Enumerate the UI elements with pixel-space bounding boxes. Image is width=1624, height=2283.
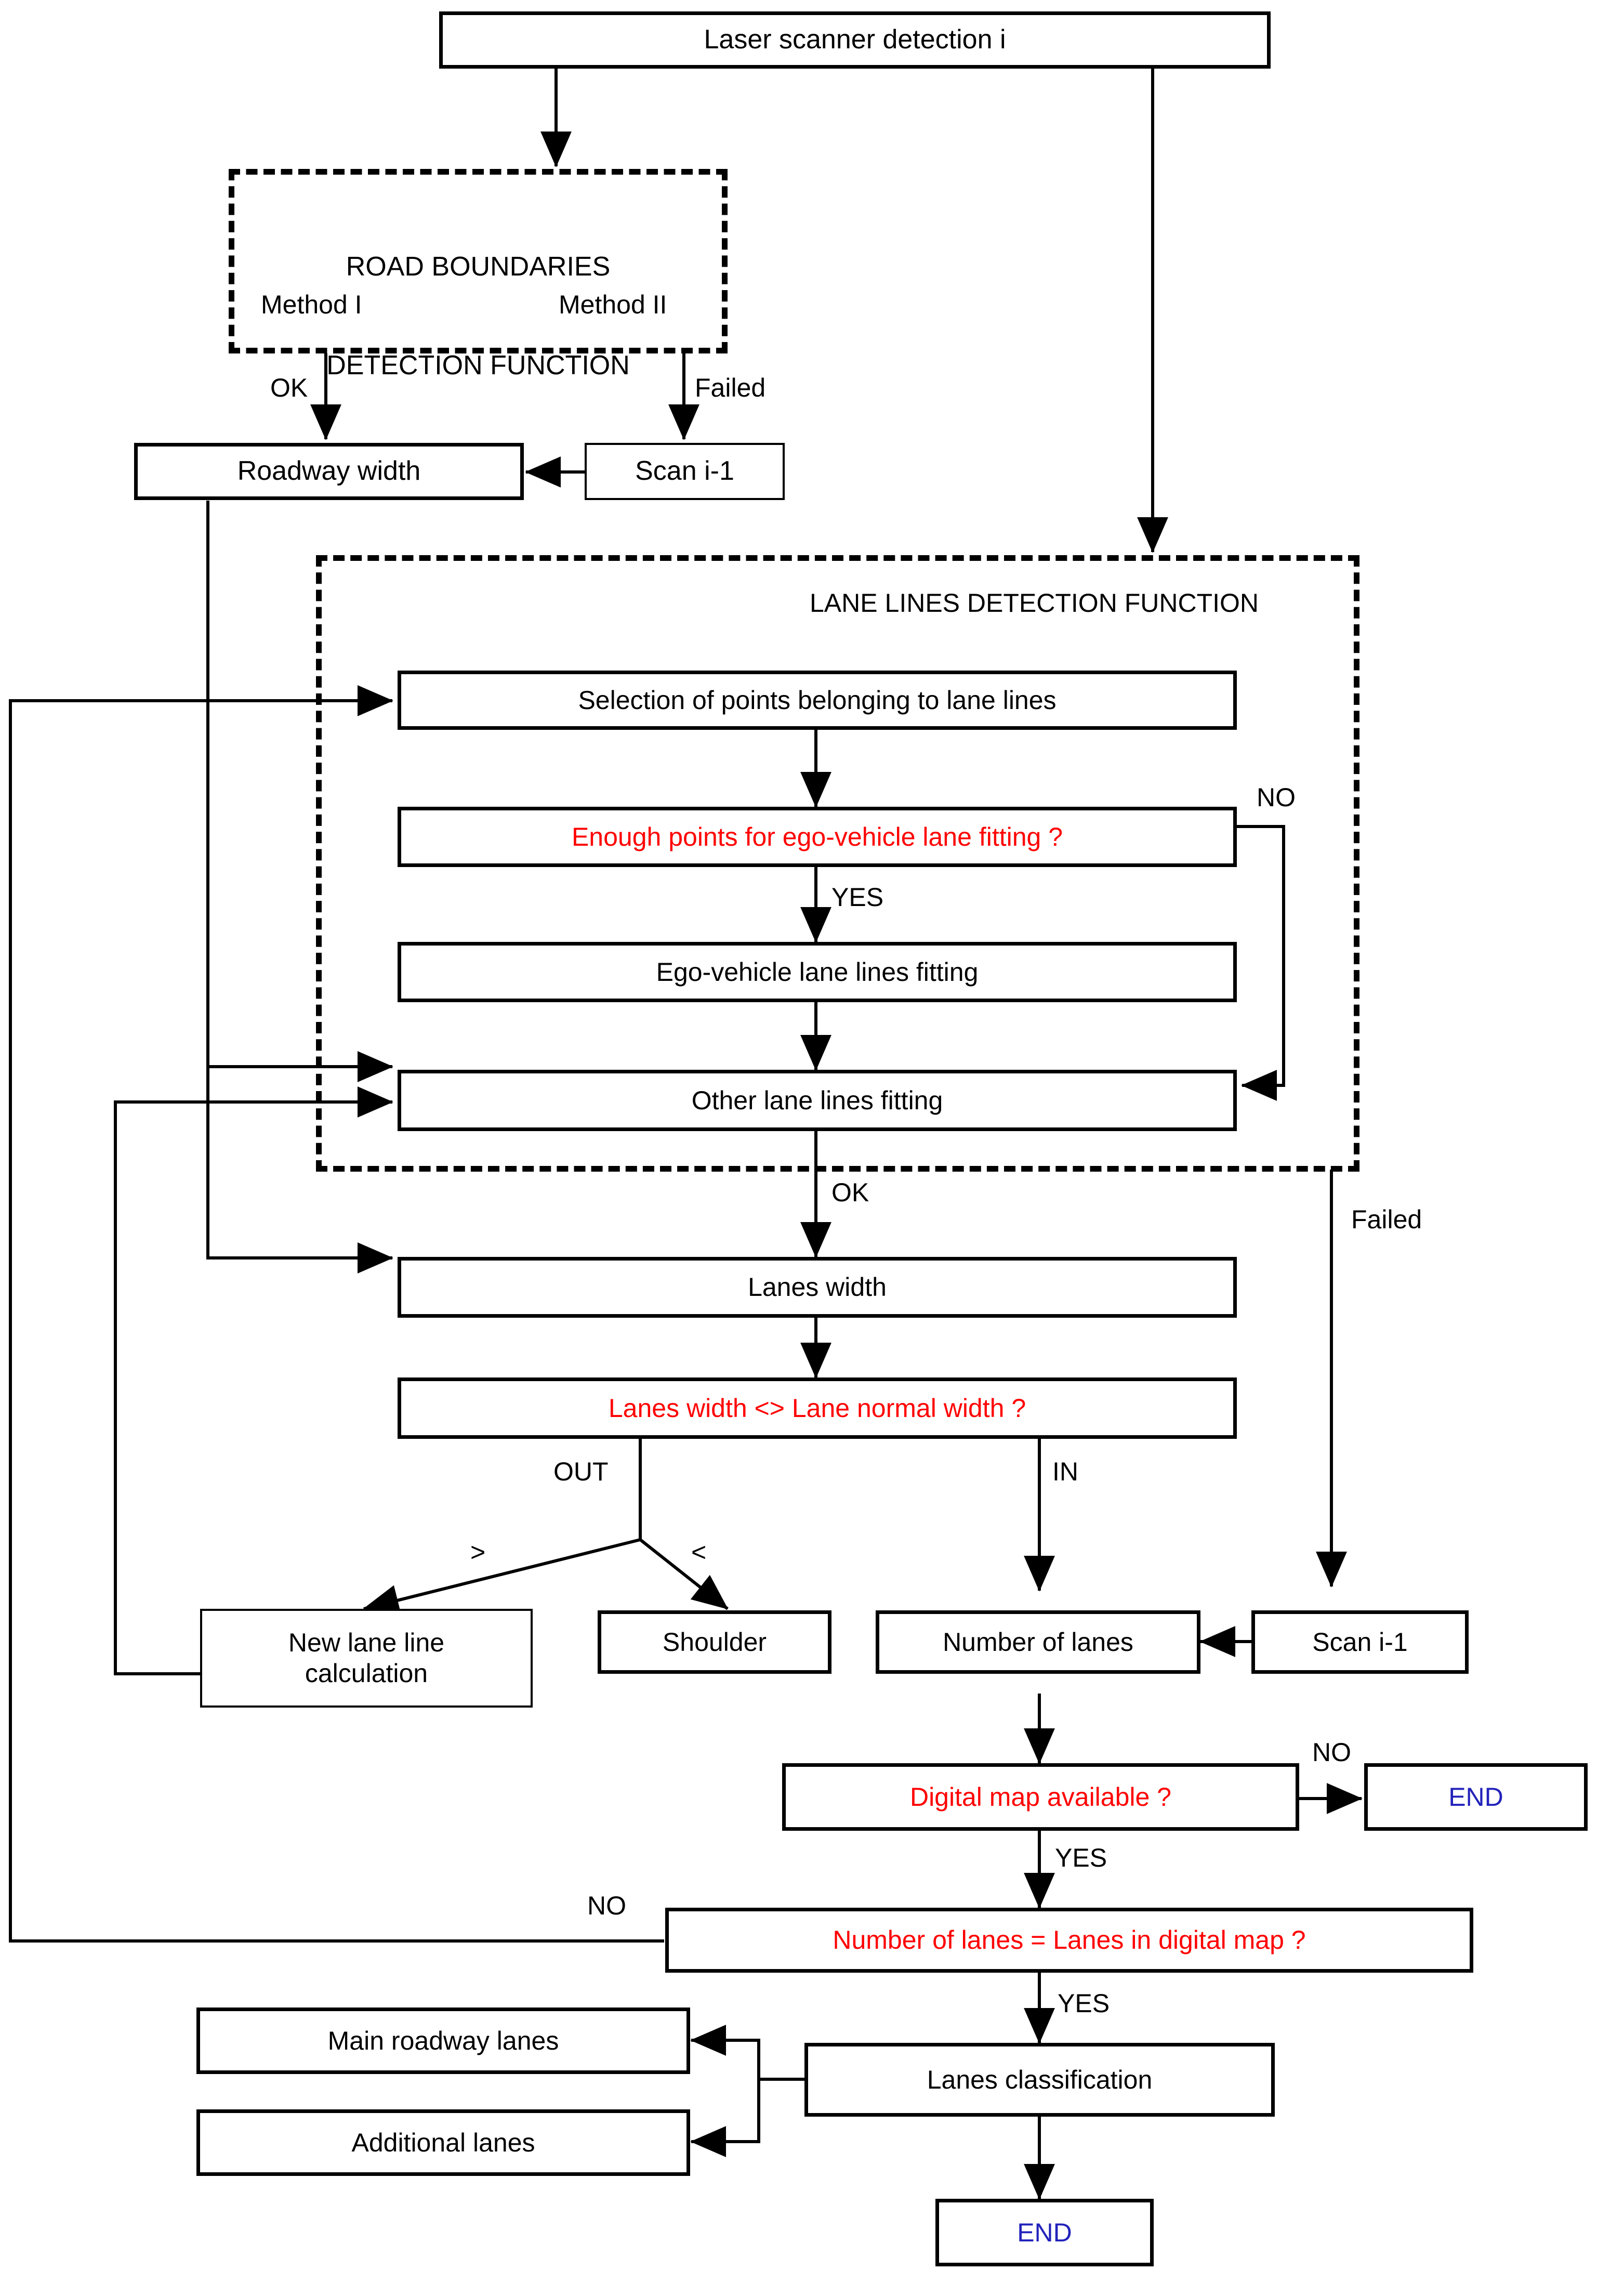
new-lane-line-calculation-label: New lane line calculation: [288, 1628, 445, 1688]
edge-roadway-width-to-lanes-width: [206, 501, 393, 1274]
lanes-classification-label: Lanes classification: [927, 2065, 1153, 2094]
number-of-lanes-box[interactable]: Number of lanes: [876, 1610, 1200, 1674]
scan-prev-bottom-label: Scan i-1: [1312, 1627, 1408, 1657]
edge-label-ok-boundaries: OK: [270, 373, 308, 402]
road-boundaries-title-line2: DETECTION FUNCTION: [326, 350, 630, 381]
edge-label-greater: >: [470, 1538, 486, 1567]
edge-label-no-enough-points: NO: [1257, 783, 1296, 812]
roadway-width-label: Roadway width: [237, 456, 421, 487]
edge-label-no-digital-map: NO: [1312, 1738, 1351, 1767]
end-bottom-box[interactable]: END: [935, 2199, 1154, 2266]
edge-label-out: OUT: [553, 1457, 609, 1486]
laser-scanner-detection-box[interactable]: Laser scanner detection i: [439, 11, 1271, 69]
lanes-width-decision-label: Lanes width <> Lane normal width ?: [608, 1393, 1026, 1423]
selection-of-points-label: Selection of points belonging to lane li…: [578, 685, 1057, 715]
end-right-box[interactable]: END: [1364, 1763, 1588, 1831]
lanes-width-label: Lanes width: [748, 1272, 887, 1302]
lanes-classification-box[interactable]: Lanes classification: [804, 2043, 1275, 2117]
road-boundaries-title-line1: ROAD BOUNDARIES: [346, 251, 611, 282]
ego-vehicle-lane-lines-fitting-label: Ego-vehicle lane lines fitting: [656, 957, 979, 987]
edge-less-to-shoulder: [639, 1538, 729, 1610]
additional-lanes-label: Additional lanes: [351, 2128, 535, 2157]
enough-points-decision-box[interactable]: Enough points for ego-vehicle lane fitti…: [398, 807, 1237, 867]
edge-label-yes-digital-map: YES: [1055, 1843, 1107, 1872]
additional-lanes-box[interactable]: Additional lanes: [196, 2109, 690, 2176]
edge-label-yes-enough-points: YES: [831, 883, 884, 912]
edge-greater-to-new-lane-line: [363, 1538, 641, 1616]
edge-no-enough-points-loop: [1236, 825, 1285, 1101]
end-bottom-label: END: [1017, 2218, 1072, 2247]
digital-map-decision-label: Digital map available ?: [909, 1782, 1172, 1812]
selection-of-points-box[interactable]: Selection of points belonging to lane li…: [398, 671, 1237, 730]
edge-label-no-lanes-equal: NO: [587, 1891, 626, 1920]
lanes-equal-map-decision-box[interactable]: Number of lanes = Lanes in digital map ?: [665, 1908, 1473, 1973]
roadway-width-box[interactable]: Roadway width: [134, 443, 524, 500]
ego-vehicle-lane-lines-fitting-box[interactable]: Ego-vehicle lane lines fitting: [398, 942, 1237, 1002]
shoulder-label: Shoulder: [662, 1627, 767, 1657]
lane-lines-group: [316, 555, 1359, 1172]
lanes-equal-map-decision-label: Number of lanes = Lanes in digital map ?: [833, 1925, 1306, 1954]
other-lane-lines-fitting-box[interactable]: Other lane lines fitting: [398, 1070, 1237, 1131]
end-right-label: END: [1448, 1782, 1503, 1812]
method-2-label: Method II: [559, 290, 667, 319]
main-roadway-lanes-box[interactable]: Main roadway lanes: [196, 2008, 690, 2074]
other-lane-lines-fitting-label: Other lane lines fitting: [691, 1085, 943, 1115]
edge-label-in: IN: [1052, 1457, 1078, 1486]
edge-classification-to-main-roadway-lanes: [690, 2025, 804, 2081]
road-boundaries-group: [229, 169, 728, 353]
enough-points-decision-label: Enough points for ego-vehicle lane fitti…: [571, 822, 1063, 851]
edge-label-failed-boundaries: Failed: [695, 373, 766, 402]
edge-label-ok-lanelines: OK: [831, 1178, 869, 1207]
scan-prev-bottom-box[interactable]: Scan i-1: [1251, 1610, 1469, 1674]
digital-map-decision-box[interactable]: Digital map available ?: [782, 1763, 1299, 1831]
main-roadway-lanes-label: Main roadway lanes: [327, 2026, 559, 2055]
scan-prev-top-box[interactable]: Scan i-1: [585, 443, 785, 500]
number-of-lanes-label: Number of lanes: [943, 1627, 1133, 1657]
shoulder-box[interactable]: Shoulder: [598, 1610, 831, 1674]
lanes-width-decision-box[interactable]: Lanes width <> Lane normal width ?: [398, 1377, 1237, 1439]
edge-label-yes-lanes-equal: YES: [1058, 1989, 1110, 2018]
road-boundaries-group-title: ROAD BOUNDARIES DETECTION FUNCTION: [260, 185, 696, 449]
lane-lines-group-title: LANE LINES DETECTION FUNCTION: [810, 588, 1259, 618]
scan-prev-top-label: Scan i-1: [635, 456, 734, 487]
laser-scanner-detection-label: Laser scanner detection i: [704, 24, 1006, 55]
new-lane-line-calculation-box[interactable]: New lane line calculation: [200, 1609, 533, 1708]
edge-new-lane-line-to-other-lane-fitting: [114, 1086, 393, 1675]
edge-classification-to-additional-lanes: [690, 2079, 760, 2157]
lanes-width-box[interactable]: Lanes width: [398, 1257, 1237, 1318]
method-1-label: Method I: [261, 290, 362, 319]
edge-label-less: <: [691, 1538, 707, 1567]
edge-label-failed-lanelines: Failed: [1351, 1205, 1422, 1234]
edge-no-lanes-equal-feedback: [9, 685, 664, 1943]
